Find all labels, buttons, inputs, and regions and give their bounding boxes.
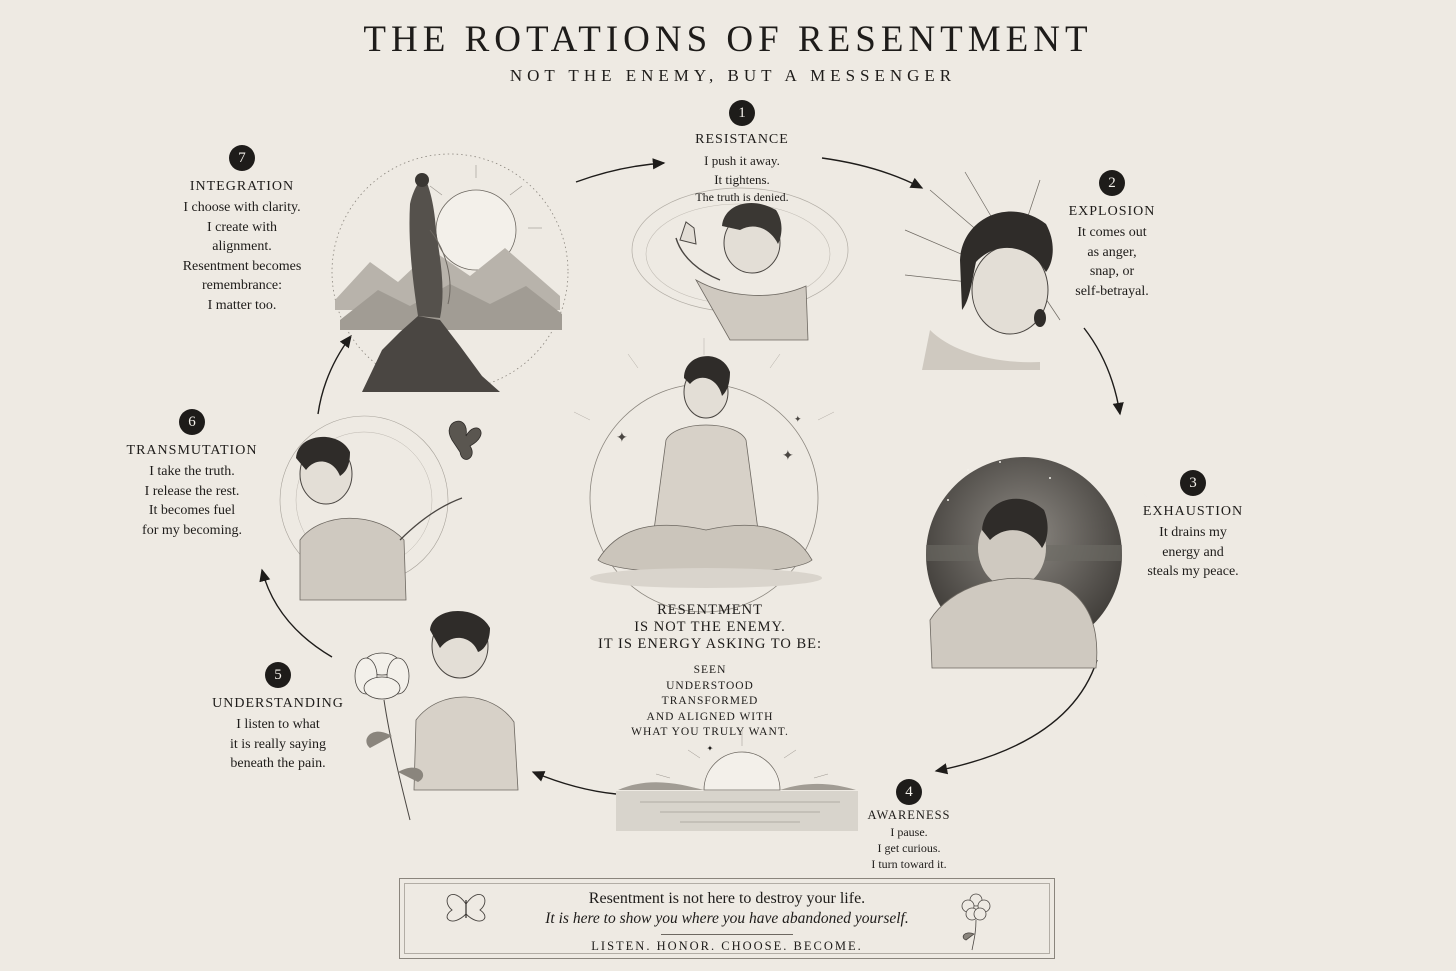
stage-line: beneath the pain.	[230, 756, 326, 771]
center-list: SEEN UNDERSTOOD TRANSFORMED AND ALIGNED …	[560, 663, 860, 741]
arrow-6-to-7	[317, 334, 352, 415]
stage-title: TRANSMUTATION	[126, 443, 258, 458]
footer-motto: LISTEN. HONOR. CHOOSE. BECOME.	[591, 939, 863, 953]
stage-number-badge: 4	[896, 779, 922, 805]
stage-number-badge: 5	[265, 662, 291, 688]
stage-line: remembrance:	[201, 278, 283, 293]
resistance-illustration	[631, 187, 849, 341]
stage-title: EXPLOSION	[1068, 204, 1156, 219]
arrow-5-to-6	[259, 568, 333, 658]
stage-line: I matter too.	[207, 297, 277, 313]
footer-quote-box: Resentment is not here to destroy your l…	[399, 878, 1055, 959]
stage-title: INTEGRATION	[189, 179, 295, 194]
stage-number-badge: 1	[729, 100, 755, 126]
stage-title: UNDERSTANDING	[212, 696, 344, 711]
stage-line: it is really saying	[229, 736, 327, 752]
stage-explosion: 2 EXPLOSION It comes out as anger, snap,…	[1040, 170, 1184, 301]
svg-text:✦: ✦	[616, 430, 628, 446]
stage-understanding: 5 UNDERSTANDING I listen to what it is r…	[196, 662, 360, 774]
stage-line: alignment.	[212, 239, 272, 254]
stage-line: I create with	[207, 219, 277, 235]
stage-line: Resentment becomes	[182, 258, 302, 274]
arrow-2-to-3	[1083, 327, 1124, 416]
center-heading-line: IS NOT THE ENEMY.	[634, 619, 786, 635]
butterfly-icon	[446, 894, 486, 922]
stage-line: self-betrayal.	[1075, 283, 1149, 299]
center-heading-line: RESENTMENT	[657, 602, 763, 618]
stage-title: RESISTANCE	[695, 132, 789, 147]
flower-icon	[961, 893, 991, 951]
stage-line: The truth is denied.	[695, 190, 789, 204]
stage-line: snap, or	[1089, 264, 1135, 279]
stage-awareness: 4 AWARENESS I pause. I get curious. I tu…	[842, 779, 976, 872]
center-list-item: UNDERSTOOD	[666, 679, 754, 692]
stage-title: EXHAUSTION	[1142, 504, 1244, 519]
page-subtitle: NOT THE ENEMY, BUT A MESSENGER	[509, 66, 957, 85]
cycle-arrows	[259, 157, 1124, 795]
stage-line: It drains my	[1159, 525, 1227, 540]
svg-text:✦: ✦	[782, 448, 794, 464]
stage-number-badge: 6	[179, 409, 205, 435]
exhaustion-illustration	[926, 457, 1162, 669]
arrow-7-to-1	[575, 158, 666, 183]
stage-line: I turn toward it.	[871, 857, 947, 871]
footer-quote-line: Resentment is not here to destroy your l…	[588, 890, 866, 907]
sparkle-icon: ✦	[706, 743, 714, 753]
stage-line: for my becoming.	[142, 522, 242, 538]
stage-line: I get curious.	[877, 841, 941, 855]
stage-line: It comes out	[1077, 225, 1147, 240]
stage-line: steals my peace.	[1147, 564, 1239, 579]
center-list-item: SEEN	[693, 664, 727, 676]
stage-integration: 7 INTEGRATION I choose with clarity. I c…	[160, 145, 324, 315]
center-message: RESENTMENT IS NOT THE ENEMY. IT IS ENERG…	[560, 602, 860, 753]
stage-line: It becomes fuel	[148, 503, 236, 518]
stage-transmutation: 6 TRANSMUTATION I take the truth. I rele…	[114, 409, 270, 540]
explosion-illustration	[904, 171, 1061, 370]
stage-line: I choose with clarity.	[183, 200, 301, 215]
stage-title: AWARENESS	[867, 808, 951, 822]
stage-number-badge: 3	[1180, 470, 1206, 496]
center-illustration: ✦ ✦ ✦	[573, 338, 835, 613]
arrow-1-to-2	[821, 157, 924, 189]
stage-line: It tightens.	[714, 172, 770, 187]
center-list-item: WHAT YOU TRULY WANT.	[631, 726, 789, 738]
arrow-4-to-5	[531, 771, 617, 795]
understanding-illustration	[354, 610, 519, 821]
footer-quote-italic: It is here to show you where you have ab…	[545, 910, 909, 927]
awareness-illustration	[616, 730, 858, 831]
center-list-item: AND ALIGNED WITH	[646, 710, 774, 723]
stage-line: I pause.	[890, 825, 928, 839]
integration-illustration	[331, 153, 569, 392]
stage-resistance: 1 RESISTANCE I push it away. It tightens…	[652, 100, 832, 205]
footer-inner-border: Resentment is not here to destroy your l…	[404, 883, 1050, 954]
transmutation-illustration	[279, 415, 482, 601]
stage-line: I listen to what	[236, 717, 320, 732]
stage-number-badge: 2	[1099, 170, 1125, 196]
svg-text:✦: ✦	[794, 415, 802, 425]
stage-line: I take the truth.	[149, 464, 235, 479]
stage-number-badge: 7	[229, 145, 255, 171]
page-title: THE ROTATIONS OF RESENTMENT	[363, 19, 1093, 60]
center-heading-line: IT IS ENERGY ASKING TO BE:	[597, 636, 823, 652]
stage-line: I push it away.	[704, 153, 780, 168]
stage-line: I release the rest.	[144, 483, 240, 499]
footer-divider	[661, 934, 793, 935]
stage-line: energy and	[1162, 544, 1224, 560]
stage-exhaustion: 3 EXHAUSTION It drains my energy and ste…	[1120, 470, 1266, 582]
center-list-item: TRANSFORMED	[661, 695, 759, 707]
stage-line: as anger,	[1087, 244, 1137, 260]
arrow-3-to-4	[934, 659, 1098, 775]
